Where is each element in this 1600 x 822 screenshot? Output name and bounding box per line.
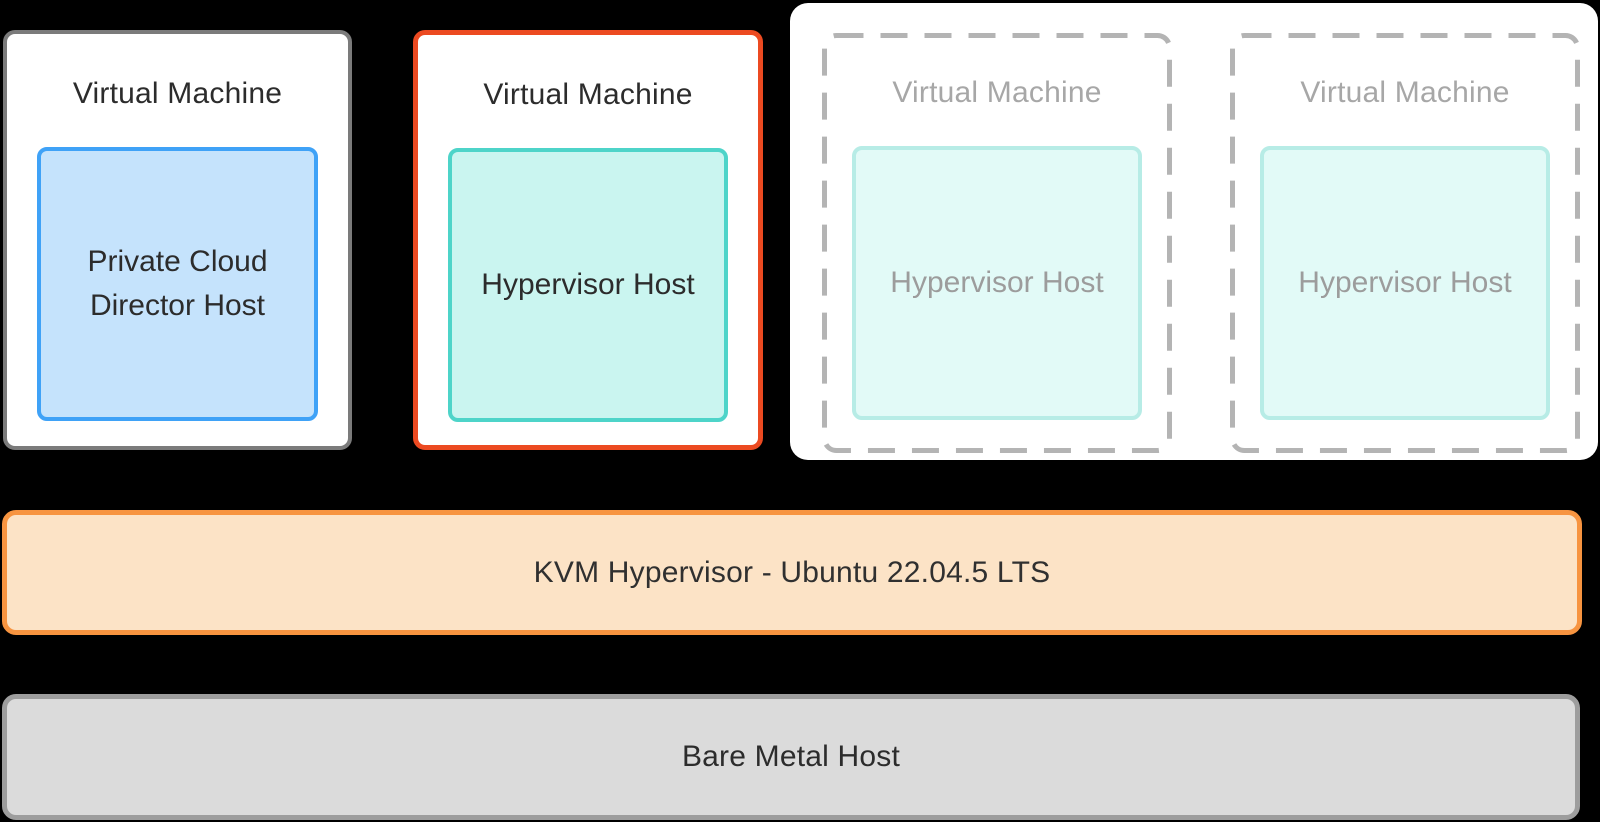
private-cloud-director-host-box: Private Cloud Director Host <box>37 147 318 421</box>
planned-vms-panel: Virtual Machine Hypervisor Host Virtual … <box>790 3 1598 460</box>
hypervisor-host-box: Hypervisor Host <box>448 148 728 422</box>
vm-title: Virtual Machine <box>892 76 1102 109</box>
host-label: Hypervisor Host <box>481 268 695 301</box>
host-label: Hypervisor Host <box>1298 266 1512 299</box>
vm-title: Virtual Machine <box>1300 76 1510 109</box>
vm-title: Virtual Machine <box>483 78 693 111</box>
kvm-hypervisor-layer: KVM Hypervisor - Ubuntu 22.04.5 LTS <box>2 510 1582 635</box>
vm-box-hypervisor-planned-2: Virtual Machine Hypervisor Host <box>1230 33 1580 453</box>
hypervisor-host-box-faded: Hypervisor Host <box>852 146 1142 420</box>
hypervisor-host-box-faded: Hypervisor Host <box>1260 146 1550 420</box>
vm-title: Virtual Machine <box>72 77 283 110</box>
bare-metal-host-label: Bare Metal Host <box>681 740 901 773</box>
host-label: Hypervisor Host <box>890 266 1104 299</box>
vm-box-hypervisor-planned-1: Virtual Machine Hypervisor Host <box>822 33 1172 453</box>
vm-box-hypervisor-highlighted: Virtual Machine Hypervisor Host <box>413 30 763 450</box>
host-label: Private Cloud Director Host <box>87 245 268 322</box>
vm-box-private-cloud-director: Virtual Machine Private Cloud Director H… <box>3 30 352 450</box>
bare-metal-host-layer: Bare Metal Host <box>2 694 1580 820</box>
kvm-hypervisor-label: KVM Hypervisor - Ubuntu 22.04.5 LTS <box>533 555 1051 589</box>
